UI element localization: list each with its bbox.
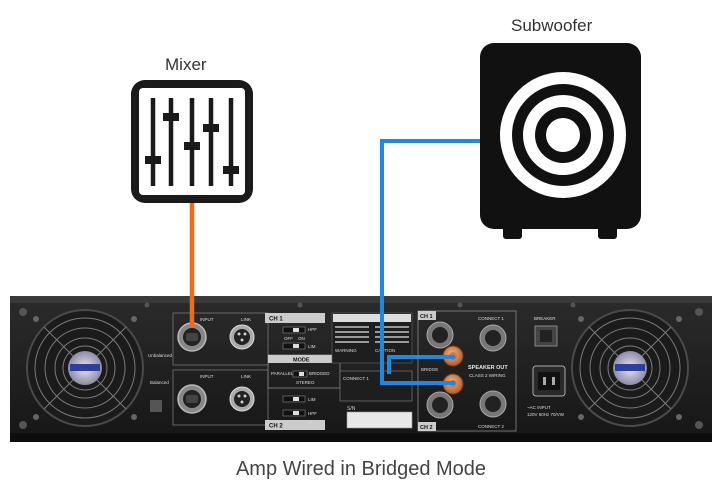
- ac-power-inlet: [532, 365, 566, 397]
- subwoofer-icon: [480, 43, 641, 239]
- ch2-tag: CH 2: [269, 424, 283, 430]
- ch1-switches: OFF ON HPF LIM: [282, 326, 317, 350]
- svg-text:S/N: S/N: [347, 406, 356, 412]
- svg-text:BRIDGE: BRIDGE: [421, 367, 438, 372]
- ch2-input-label: INPUT: [200, 374, 214, 379]
- ch2-speakon-bottom: [426, 391, 454, 419]
- right-fan: [571, 309, 689, 427]
- ch2-link-jack: [229, 386, 255, 412]
- connect2-speakon: [479, 390, 507, 418]
- svg-text:HPF: HPF: [308, 327, 317, 332]
- svg-text:ON: ON: [298, 336, 305, 341]
- ch1-tag: CH 1: [269, 317, 283, 323]
- svg-text:120V 60Hz 70/VW: 120V 60Hz 70/VW: [527, 412, 565, 417]
- svg-text:BRIDGED: BRIDGED: [309, 371, 330, 376]
- mixer-label: Mixer: [165, 55, 207, 74]
- svg-text:OFF: OFF: [284, 336, 293, 341]
- connect1-speakon: [479, 324, 507, 352]
- svg-text:~AC INPUT: ~AC INPUT: [527, 405, 551, 410]
- mode-selector: MODE PARALLEL BRIDGED STEREO: [267, 354, 341, 389]
- serial-number-plate: S/N: [346, 406, 413, 429]
- svg-text:PARALLEL: PARALLEL: [271, 371, 294, 376]
- mixer-icon: [131, 80, 253, 203]
- svg-text:LIM: LIM: [308, 344, 316, 349]
- balanced-label: Balanced: [150, 380, 169, 385]
- left-fan: [26, 309, 144, 427]
- diagram-caption: Amp Wired in Bridged Mode: [235, 458, 487, 480]
- ch1-link-label: LINK: [241, 317, 251, 322]
- ch2-switches: LIM HPF: [282, 395, 317, 417]
- svg-text:SPEAKER OUT: SPEAKER OUT: [468, 365, 508, 371]
- svg-text:CLASS 2 WIRING: CLASS 2 WIRING: [469, 373, 506, 378]
- blue-speaker-cable: [380, 139, 480, 386]
- svg-text:MODE: MODE: [293, 358, 310, 364]
- svg-text:HPF: HPF: [308, 411, 317, 416]
- subwoofer-label: Subwoofer: [511, 16, 593, 35]
- warning-label: WARNING CAUTION: [331, 312, 413, 364]
- amplifier-back-panel: Unbalanced Balanced INPUT LINK INPUT LIN…: [10, 296, 712, 442]
- svg-text:CH 2: CH 2: [420, 425, 433, 431]
- ch1-input-label: INPUT: [200, 317, 214, 322]
- ch2-input-jack: [177, 384, 207, 414]
- ch1-link-jack: [229, 324, 255, 350]
- svg-text:WARNING: WARNING: [335, 348, 357, 353]
- svg-text:CONNECT 1: CONNECT 1: [343, 376, 369, 381]
- svg-text:CONNECT 1: CONNECT 1: [478, 316, 504, 321]
- svg-text:CONNECT 2: CONNECT 2: [478, 424, 504, 429]
- unbalanced-label: Unbalanced: [148, 353, 173, 358]
- svg-text:STEREO: STEREO: [296, 380, 315, 385]
- ch1-speakon-top: [426, 321, 454, 349]
- ch2-link-label: LINK: [241, 374, 251, 379]
- svg-text:CAUTION: CAUTION: [375, 348, 395, 353]
- svg-text:CH 1: CH 1: [420, 314, 433, 320]
- ch1-input-jack: [177, 322, 207, 352]
- svg-text:LIM: LIM: [308, 397, 316, 402]
- svg-text:BREAKER: BREAKER: [534, 316, 556, 321]
